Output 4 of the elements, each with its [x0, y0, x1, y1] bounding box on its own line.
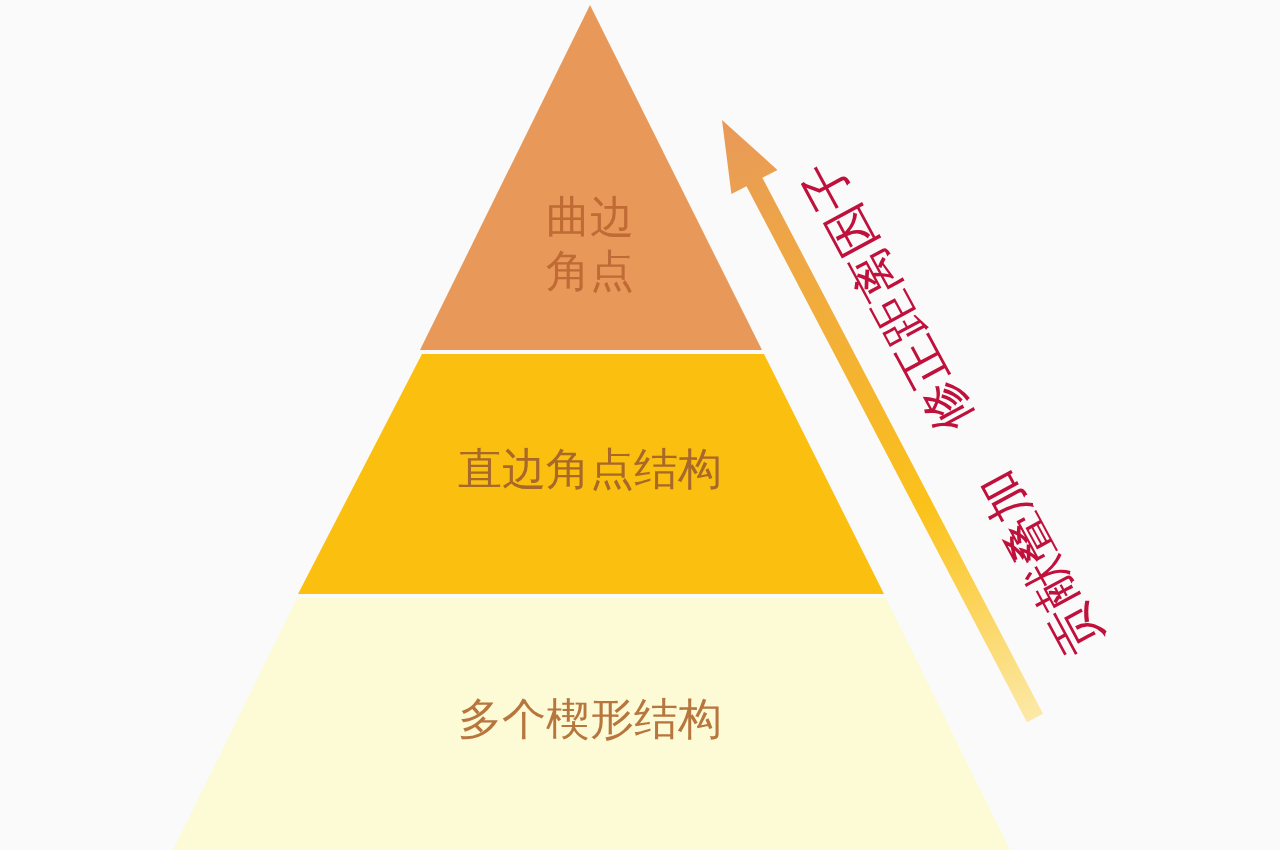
tier-label: 多个楔形结构 — [457, 692, 723, 746]
arrow-caption: 贡献叠加 — [965, 459, 1114, 666]
tier-label: 直边角点结构 — [457, 442, 723, 496]
arrow-caption: 修正距离因子 — [788, 149, 985, 444]
